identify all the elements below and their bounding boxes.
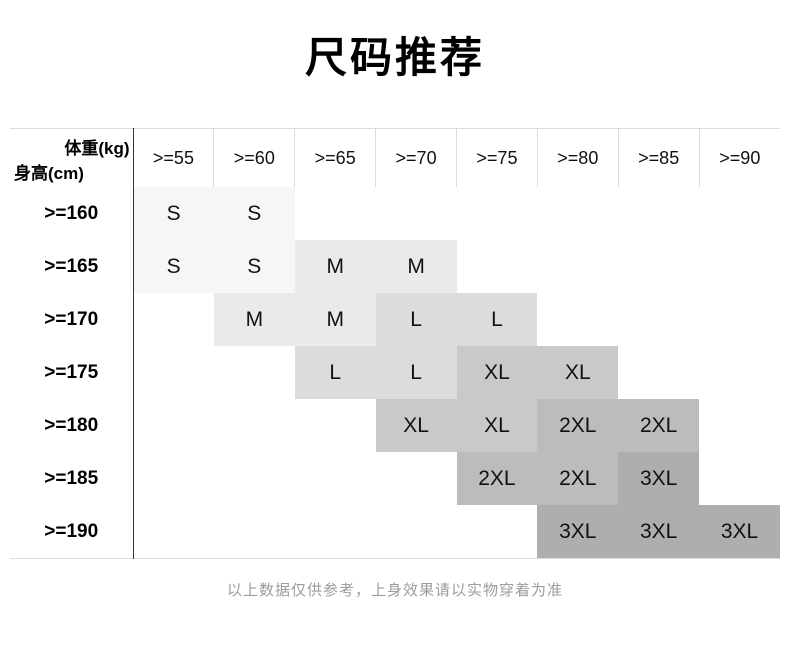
size-cell — [537, 293, 619, 347]
column-header-60: >=60 — [213, 128, 295, 188]
row-header-190: >=190 — [10, 505, 134, 559]
size-cell — [456, 240, 538, 294]
disclaimer-text: 以上数据仅供参考，上身效果请以实物穿着为准 — [226, 581, 563, 599]
column-header-65: >=65 — [294, 128, 376, 188]
size-cell: M — [294, 240, 376, 294]
table-row: >=170 M M L L — [10, 293, 780, 347]
size-cell: 2XL — [537, 452, 619, 506]
size-cell — [213, 399, 295, 453]
size-cell: M — [375, 240, 457, 294]
table-row: >=165 S S M M — [10, 240, 780, 294]
size-cell: XL — [537, 346, 619, 400]
row-header-175: >=175 — [10, 346, 134, 400]
size-cell: XL — [456, 346, 538, 400]
size-cell — [456, 187, 538, 241]
table-row: >=160 S S — [10, 187, 780, 241]
column-header-90: >=90 — [698, 128, 780, 188]
size-cell — [213, 452, 295, 506]
size-cell — [699, 240, 780, 294]
height-axis-label: 身高(cm) — [14, 164, 84, 184]
table-row: >=175 L L XL XL — [10, 346, 780, 400]
column-header-70: >=70 — [375, 128, 457, 188]
size-cell: XL — [456, 399, 538, 453]
size-cell — [537, 187, 619, 241]
size-cell: 3XL — [537, 505, 619, 559]
size-cell — [375, 187, 457, 241]
size-cell: S — [213, 240, 295, 294]
size-cell: 2XL — [618, 399, 700, 453]
row-header-180: >=180 — [10, 399, 134, 453]
size-cell — [133, 452, 214, 506]
size-cell — [375, 452, 457, 506]
size-chart-wrapper: 体重(kg) 身高(cm) >=55 >=60 >=65 >=70 >=75 >… — [10, 128, 780, 559]
size-cell: L — [375, 346, 457, 400]
size-cell — [537, 240, 619, 294]
size-cell — [294, 505, 376, 559]
size-cell — [375, 505, 457, 559]
size-cell — [133, 346, 214, 400]
size-cell — [213, 346, 295, 400]
row-header-170: >=170 — [10, 293, 134, 347]
size-cell — [699, 399, 780, 453]
size-cell: L — [456, 293, 538, 347]
column-header-85: >=85 — [617, 128, 700, 188]
size-cell — [618, 293, 700, 347]
size-cell: 2XL — [537, 399, 619, 453]
size-cell — [133, 399, 214, 453]
size-cell — [294, 399, 376, 453]
size-cell — [699, 187, 780, 241]
weight-axis-label: 体重(kg) — [64, 139, 130, 159]
size-cell — [456, 505, 538, 559]
table-row: >=180 XL XL 2XL 2XL — [10, 399, 780, 453]
row-header-165: >=165 — [10, 240, 134, 294]
row-header-185: >=185 — [10, 452, 134, 506]
size-cell: S — [133, 240, 214, 294]
size-cell — [618, 187, 700, 241]
table-row: >=185 2XL 2XL 3XL — [10, 452, 780, 506]
size-cell: M — [213, 293, 295, 347]
size-cell: 3XL — [618, 505, 700, 559]
size-cell — [618, 240, 700, 294]
size-cell: M — [294, 293, 376, 347]
size-cell — [294, 452, 376, 506]
size-cell — [133, 293, 214, 347]
size-cell: S — [213, 187, 295, 241]
corner-cell: 体重(kg) 身高(cm) — [10, 128, 134, 188]
size-cell — [699, 346, 780, 400]
table-row: >=190 3XL 3XL 3XL — [10, 505, 780, 559]
size-cell — [699, 452, 780, 506]
corner-labels: 体重(kg) 身高(cm) — [10, 129, 133, 187]
row-header-160: >=160 — [10, 187, 134, 241]
size-cell: 3XL — [618, 452, 700, 506]
size-chart-table: 体重(kg) 身高(cm) >=55 >=60 >=65 >=70 >=75 >… — [10, 128, 780, 559]
column-header-55: >=55 — [152, 147, 194, 168]
size-cell — [618, 346, 700, 400]
size-cell — [294, 187, 376, 241]
size-cell: 2XL — [456, 452, 538, 506]
size-cell — [213, 505, 295, 559]
size-cell — [699, 293, 780, 347]
header-row: 体重(kg) 身高(cm) >=55 >=60 >=65 >=70 >=75 >… — [10, 128, 780, 188]
column-header-75: >=75 — [456, 128, 538, 188]
size-cell: L — [294, 346, 376, 400]
page-title: 尺码推荐 — [304, 34, 485, 81]
size-cell — [133, 505, 214, 559]
size-cell: 3XL — [699, 505, 780, 559]
column-header-80: >=80 — [536, 128, 619, 188]
size-cell: L — [375, 293, 457, 347]
size-cell: S — [133, 187, 214, 241]
size-cell: XL — [375, 399, 457, 453]
